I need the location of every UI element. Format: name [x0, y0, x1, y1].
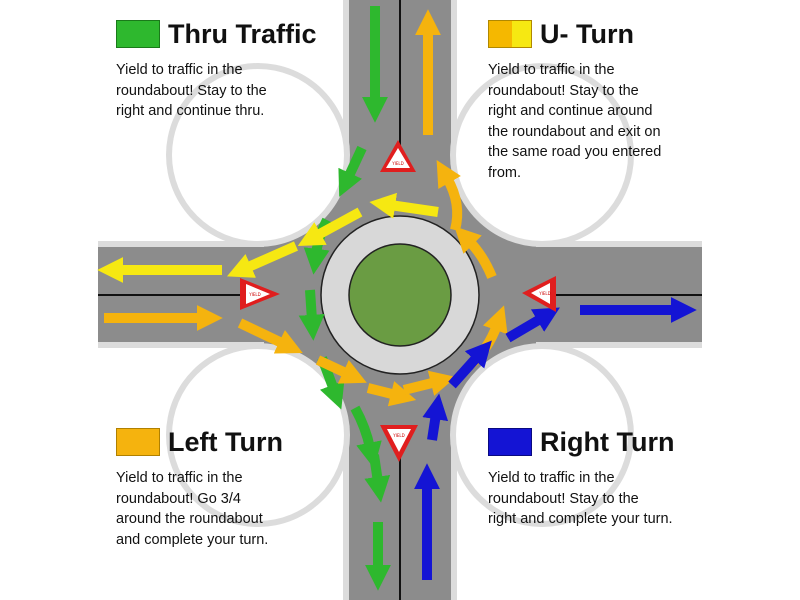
uturn-exit-arrows	[97, 192, 439, 283]
uturn-title: U- Turn	[540, 18, 634, 49]
right-turn-arrows	[414, 297, 697, 580]
yield-sign-label: YIELD	[248, 292, 260, 297]
legend-thru-traffic: Thru Traffic Yield to traffic in the rou…	[116, 16, 376, 122]
right-turn-swatch	[488, 428, 532, 456]
thru-traffic-swatch	[116, 20, 160, 48]
right-arrow-2	[422, 393, 449, 441]
yield-sign-north: YIELD	[380, 140, 416, 172]
yield-sign-east: YIELD	[522, 276, 556, 312]
right-arrow-4	[505, 307, 560, 343]
uturn-arrows	[104, 9, 508, 407]
left-arrow-5	[402, 370, 457, 396]
yield-sign-west: YIELD	[240, 278, 280, 310]
thru-arrow-7	[364, 454, 391, 503]
right-turn-description: Yield to traffic in the roundabout! Stay…	[488, 470, 673, 527]
uturn-arrow-2	[436, 159, 463, 232]
yield-sign-south: YIELD	[380, 425, 418, 462]
exit-arrow-2	[297, 207, 363, 246]
thru-traffic-title: Thru Traffic	[168, 18, 317, 49]
yield-sign-label: YIELD	[538, 291, 550, 296]
thru-arrow-4	[298, 289, 325, 341]
left-arrow-2	[237, 318, 303, 354]
left-turn-description: Yield to traffic in the roundabout! Go 3…	[116, 470, 269, 548]
right-turn-title: Right Turn	[540, 426, 675, 457]
lane-lines	[98, 0, 702, 600]
left-turn-title: Left Turn	[168, 426, 283, 457]
thru-arrow-6	[350, 405, 382, 469]
legend-uturn: U- Turn Yield to traffic in the roundabo…	[488, 16, 748, 183]
left-arrow-3	[315, 355, 367, 384]
uturn-arrow-3	[454, 226, 497, 279]
thru-traffic-description: Yield to traffic in the roundabout! Stay…	[116, 62, 267, 119]
legend-right-turn: Right Turn Yield to traffic in the round…	[488, 424, 748, 530]
yield-sign-label: YIELD	[392, 433, 404, 438]
right-arrow-3	[448, 340, 492, 389]
exit-arrow-3	[226, 241, 299, 278]
central-island	[320, 215, 480, 375]
legend-left-turn: Left Turn Yield to traffic in the rounda…	[116, 424, 376, 550]
yield-sign-label: YIELD	[391, 161, 403, 166]
thru-arrow-2	[338, 145, 367, 197]
left-turn-swatch	[116, 428, 160, 456]
uturn-description: Yield to traffic in the roundabout! Stay…	[488, 62, 662, 181]
left-arrow-4	[366, 381, 417, 407]
uturn-swatch	[488, 20, 532, 48]
exit-arrow-1	[369, 192, 439, 219]
